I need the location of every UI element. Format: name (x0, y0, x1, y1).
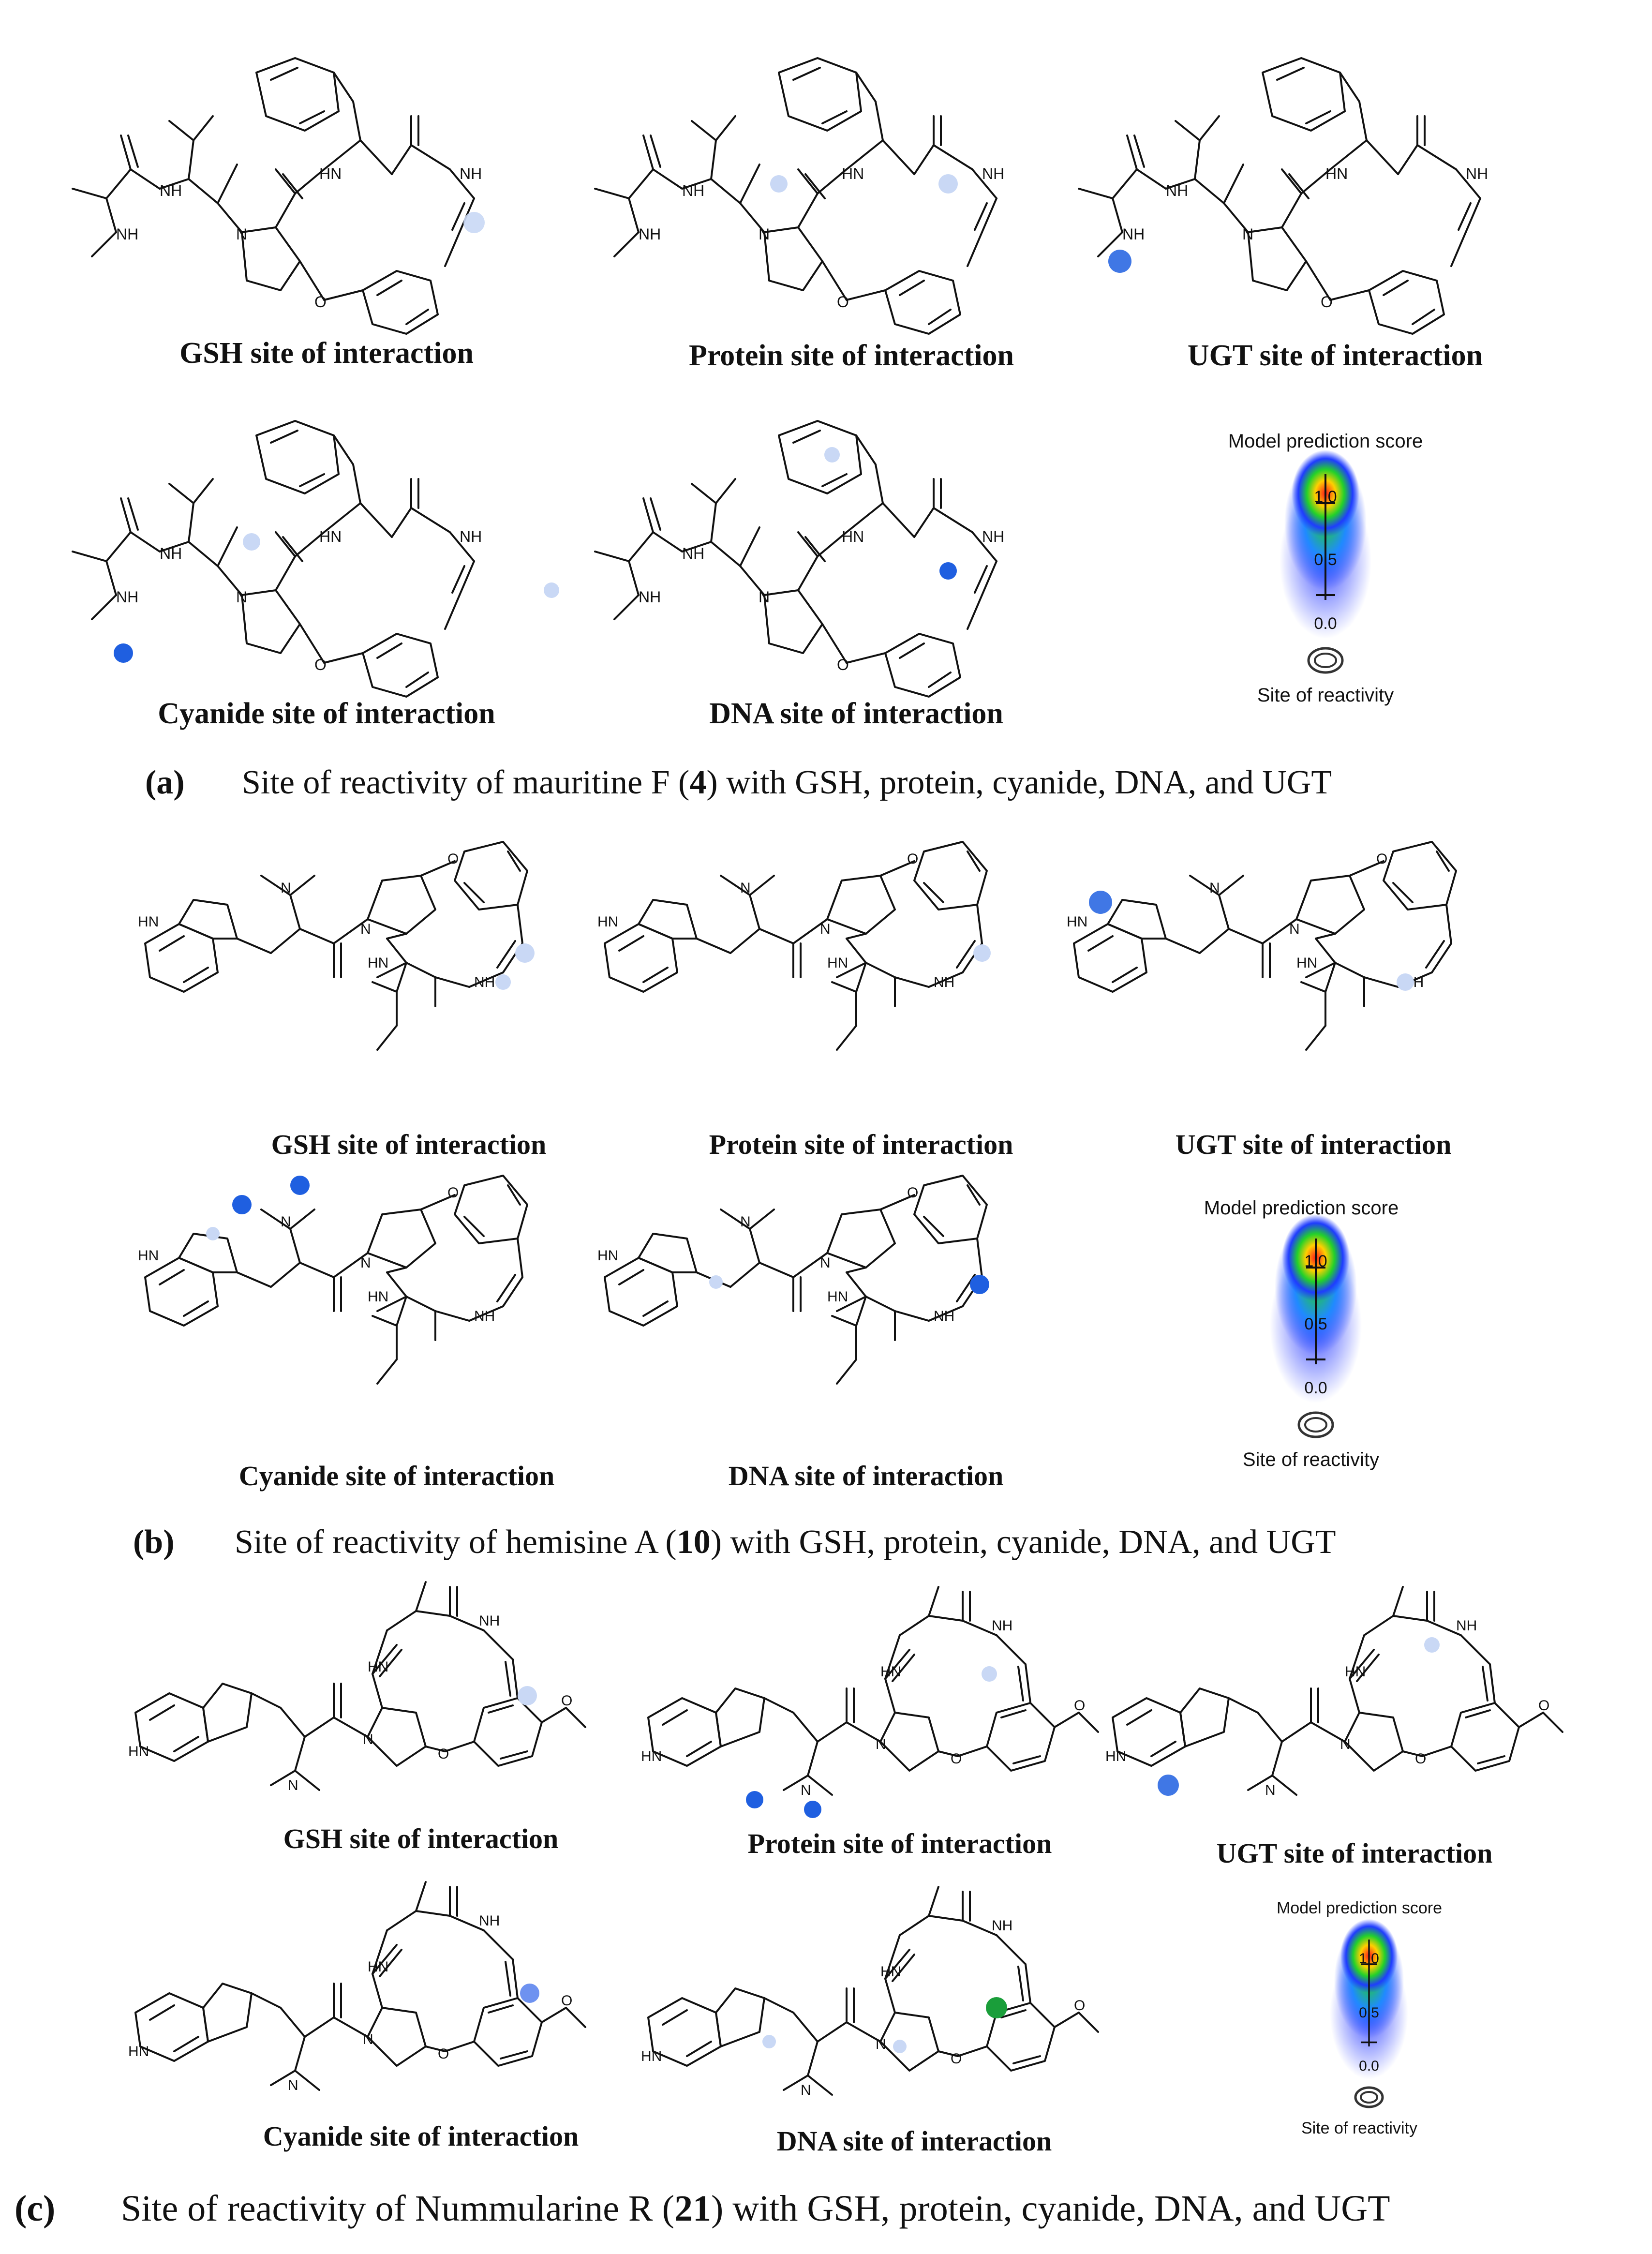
structure-c-gsh: GSH site of interaction (127, 1581, 586, 1854)
legend-b: Model prediction score 1.0 0.5 0.0 Site … (1204, 1197, 1399, 1470)
structure-label: Cyanide site of interaction (263, 2120, 579, 2152)
reactivity-site-marker (463, 212, 485, 233)
structure-label: Protein site of interaction (689, 339, 1014, 372)
caption-b: (b) Site of reactivity of hemisine A (10… (133, 1523, 1336, 1561)
legend-tick-mid: 0.5 (1314, 551, 1337, 569)
structure-label: DNA site of interaction (709, 697, 1003, 730)
reactivity-site-marker (544, 582, 559, 598)
legend-tick-top: 1.0 (1304, 1252, 1327, 1270)
structure-a-protein: Protein site of interaction (594, 57, 1014, 372)
reactivity-site-marker (938, 174, 958, 194)
legend-c: Model prediction score 1.0 0.5 0.0 Site … (1277, 1899, 1442, 2137)
structure-b-cyanide: Cyanide site of interaction (137, 1175, 554, 1492)
reactivity-site-marker (1424, 1637, 1440, 1653)
reactivity-site-marker (206, 1227, 220, 1240)
reactivity-site-marker (520, 1984, 539, 2003)
reactivity-site-marker (518, 1686, 537, 1705)
structure-a-gsh: GSH site of interaction (72, 57, 485, 370)
structure-c-protein: Protein site of interaction (640, 1586, 1099, 1859)
structure-c-ugt: UGT site of interaction (1104, 1586, 1563, 1869)
reactivity-site-marker (824, 447, 840, 463)
legend-site-label: Site of reactivity (1301, 2119, 1417, 2137)
reactivity-site-marker (290, 1176, 310, 1195)
reactivity-site-marker (970, 1275, 989, 1294)
reactivity-site-marker (1089, 891, 1112, 914)
caption-letter: (a) (145, 764, 185, 801)
legend-tick-bottom: 0.0 (1359, 2058, 1379, 2074)
caption-a: (a) Site of reactivity of mauritine F (4… (145, 764, 1332, 801)
caption-letter: (b) (133, 1523, 175, 1561)
structure-a-cyanide: Cyanide site of interaction (72, 420, 495, 730)
structure-label: GSH site of interaction (179, 337, 474, 370)
caption-letter: (c) (15, 2188, 55, 2229)
legend-tick-top: 1.0 (1314, 488, 1337, 506)
reactivity-site-marker (973, 944, 991, 962)
structure-label: DNA site of interaction (777, 2125, 1052, 2157)
structure-b-ugt: UGT site of interaction (1066, 841, 1457, 1160)
reactivity-site-marker (709, 1275, 723, 1289)
legend-tick-top: 1.0 (1359, 1951, 1379, 1967)
legend-title: Model prediction score (1228, 431, 1423, 452)
structure-a-dna: DNA site of interaction (544, 420, 1006, 730)
reactivity-site-marker (232, 1195, 252, 1214)
legend-tick-mid: 0.5 (1359, 2005, 1379, 2021)
legend-title: Model prediction score (1204, 1197, 1399, 1219)
reactivity-site-marker (515, 943, 535, 963)
reactivity-site-marker (986, 1997, 1007, 2018)
structure-label: Protein site of interaction (709, 1129, 1013, 1160)
reactivity-site-marker (804, 1801, 821, 1818)
structure-b-gsh: GSH site of interaction (137, 841, 547, 1160)
caption-text: Site of reactivity of hemisine A (10) wi… (235, 1523, 1336, 1561)
legend-site-label: Site of reactivity (1243, 1449, 1379, 1470)
legend-tick-mid: 0.5 (1304, 1315, 1327, 1333)
structure-c-dna: DNA site of interaction (640, 1886, 1099, 2157)
caption-text: Site of reactivity of mauritine F (4) wi… (242, 764, 1332, 801)
structure-b-protein: Protein site of interaction (596, 841, 1013, 1160)
structure-a-ugt: UGT site of interaction (1078, 57, 1489, 372)
structure-label: GSH site of interaction (283, 1823, 559, 1854)
reactivity-site-marker (114, 643, 133, 663)
reactivity-site-marker (762, 2035, 776, 2048)
structure-label: UGT site of interaction (1217, 1837, 1493, 1869)
legend-a: Model prediction score 1.0 0.5 0.0 Site … (1228, 431, 1423, 706)
structure-label: DNA site of interaction (729, 1460, 1004, 1492)
structure-label: Cyanide site of interaction (158, 697, 495, 730)
site-marker-icon (1297, 1411, 1334, 1438)
legend-site-label: Site of reactivity (1257, 685, 1394, 706)
structure-b-dna: DNA site of interaction (596, 1175, 1004, 1492)
reactivity-site-marker (243, 533, 260, 551)
reactivity-site-marker (982, 1666, 997, 1682)
reactivity-site-marker (1108, 250, 1131, 273)
structure-label: UGT site of interaction (1188, 339, 1483, 372)
reactivity-site-marker (746, 1791, 763, 1808)
structure-label: UGT site of interaction (1176, 1129, 1452, 1160)
legend-tick-bottom: 0.0 (1304, 1379, 1327, 1397)
reactivity-site-marker (1397, 973, 1414, 991)
legend-title: Model prediction score (1277, 1899, 1442, 1917)
site-marker-icon (1307, 647, 1344, 674)
legend-tick-bottom: 0.0 (1314, 614, 1337, 633)
structure-label: Cyanide site of interaction (239, 1460, 554, 1492)
site-marker-icon (1354, 2086, 1384, 2108)
panel-b: GSH site of interaction Protein site of … (133, 841, 1457, 1561)
panel-a: GSH site of interaction Protein site of … (72, 57, 1489, 801)
reactivity-site-marker (770, 175, 788, 193)
reactivity-site-marker (495, 974, 511, 990)
caption-text: Site of reactivity of Nummularine R (21)… (121, 2188, 1390, 2229)
reactivity-site-marker (893, 2040, 907, 2053)
structure-label: Protein site of interaction (748, 1828, 1052, 1859)
structure-label: GSH site of interaction (271, 1129, 547, 1160)
panel-c: GSH site of interaction Protein site of … (15, 1581, 1563, 2229)
structure-c-cyanide: Cyanide site of interaction (127, 1881, 586, 2152)
caption-c: (c) Site of reactivity of Nummularine R … (15, 2188, 1390, 2229)
reactivity-site-marker (1158, 1775, 1179, 1796)
reactivity-site-marker (939, 562, 957, 580)
